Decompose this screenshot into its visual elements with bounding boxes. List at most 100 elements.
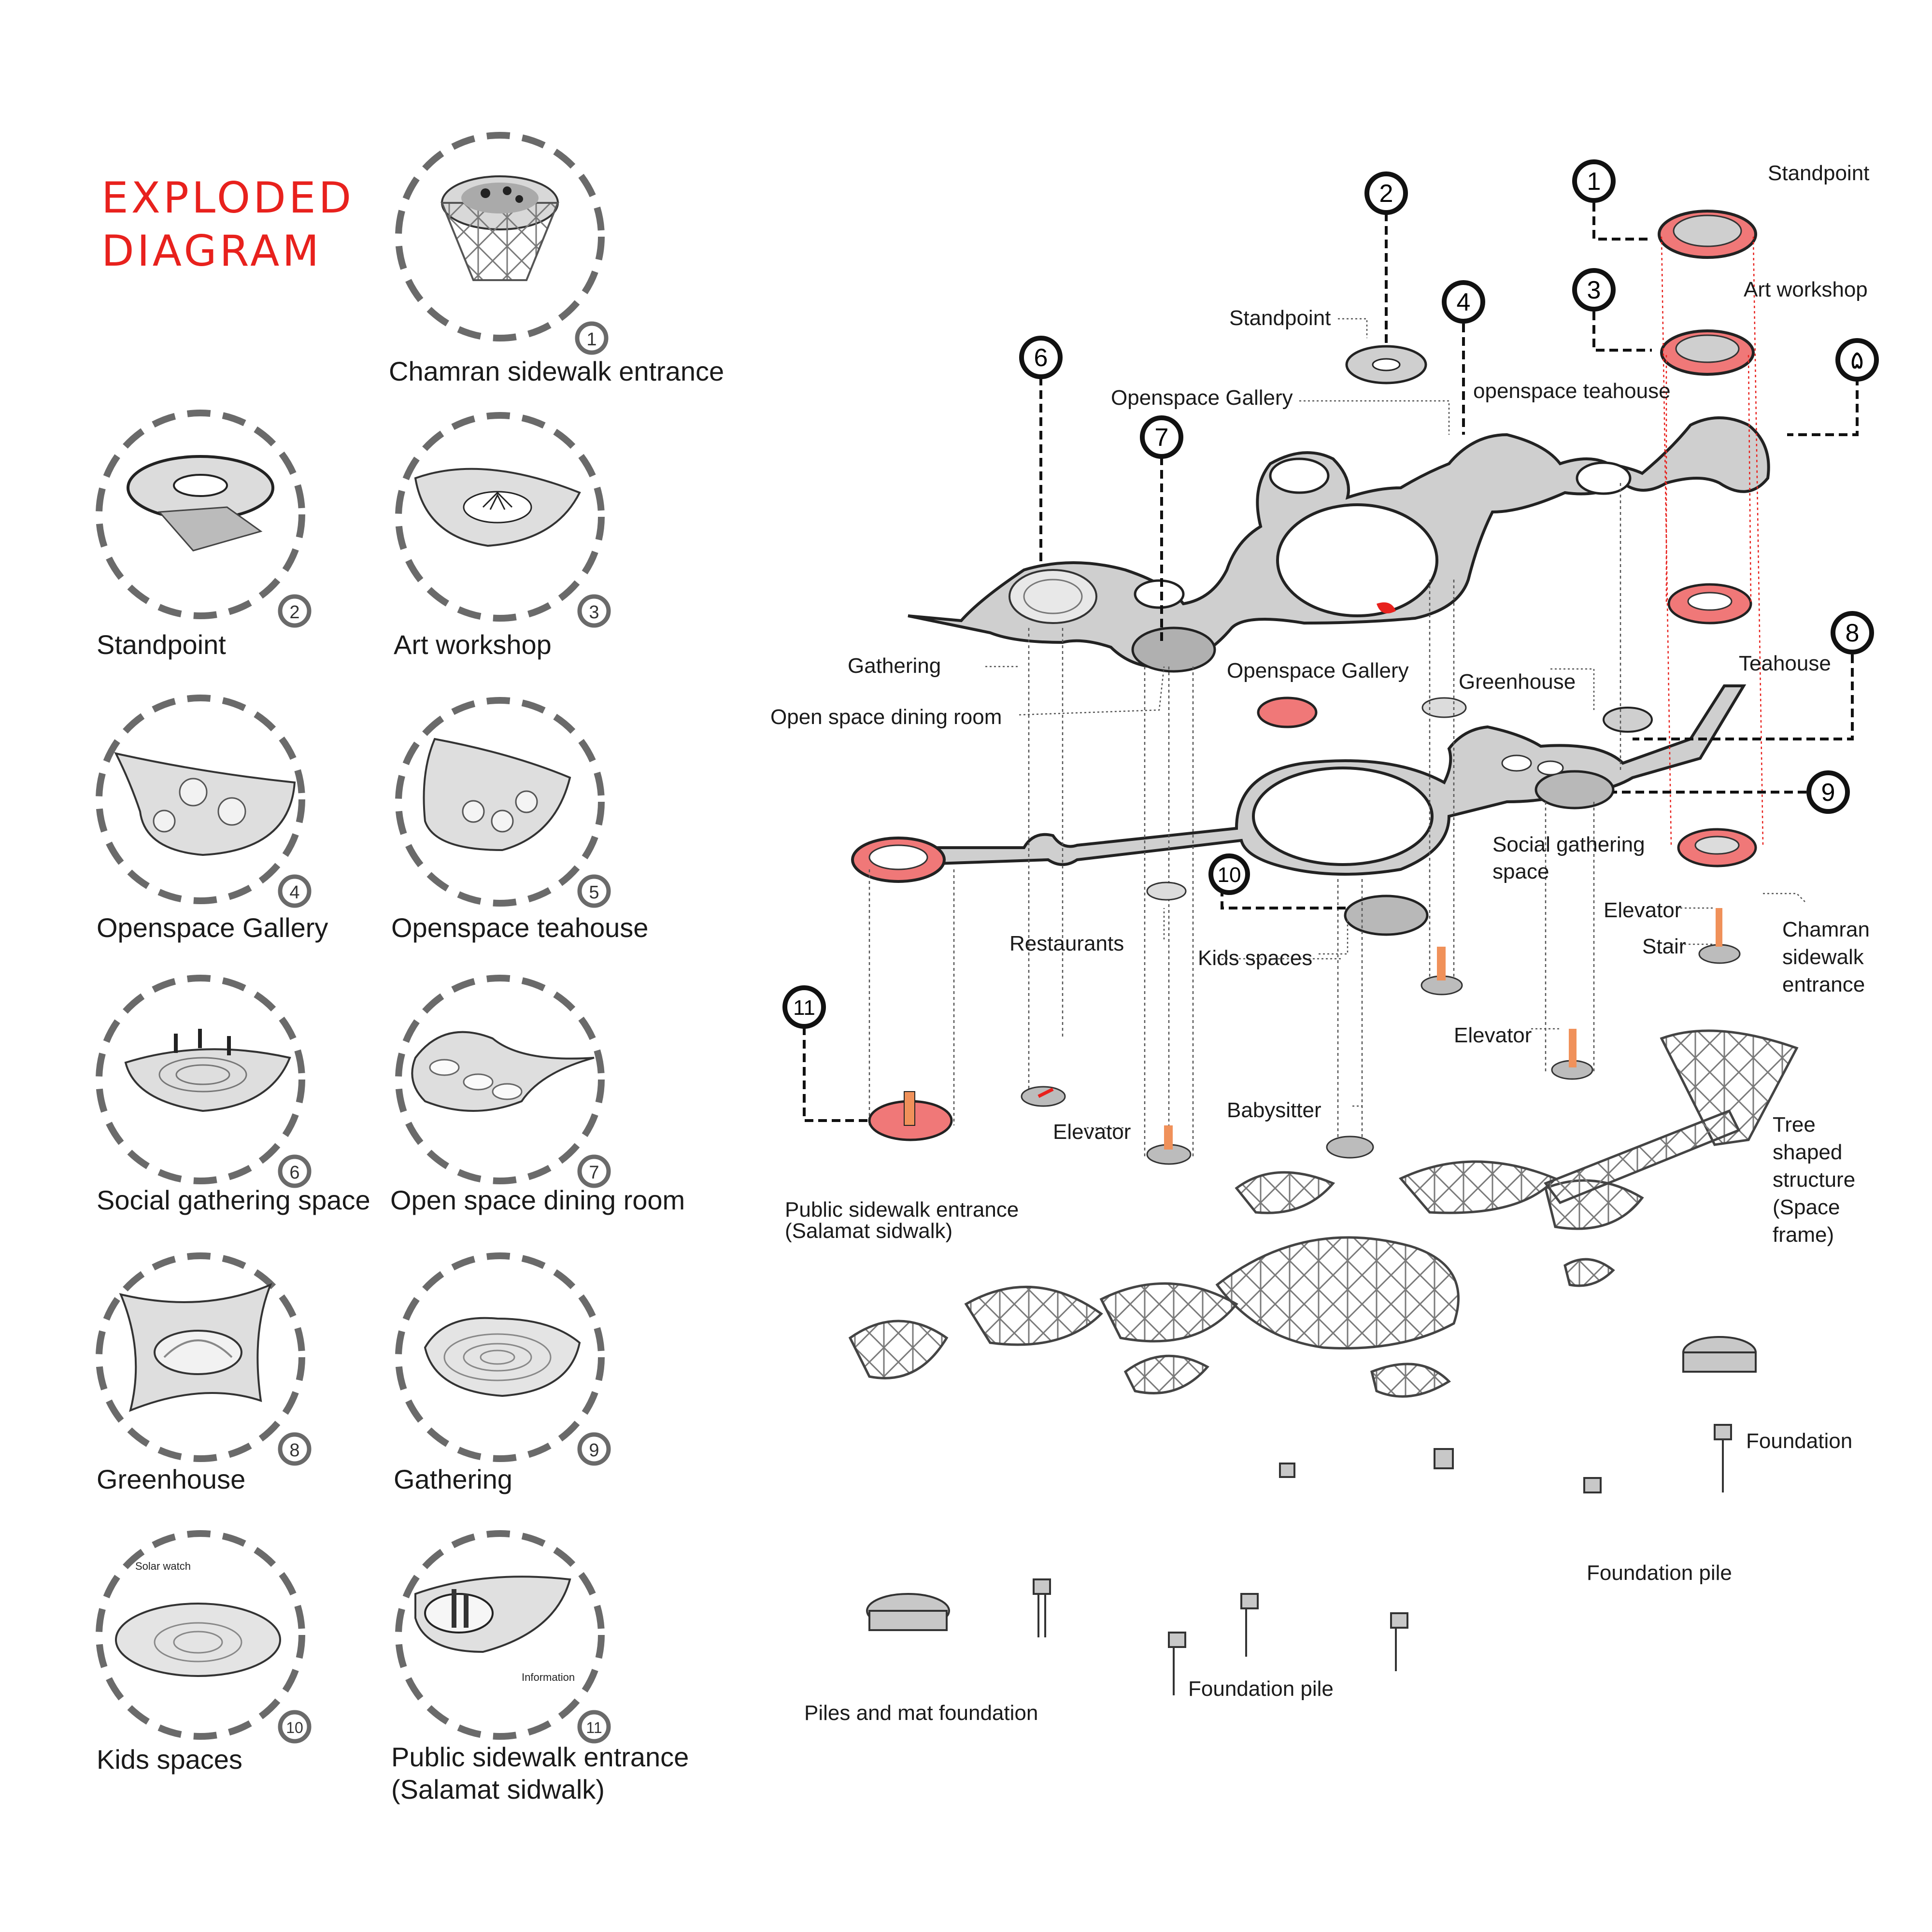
label-standpoint-mid: Standpoint (1229, 306, 1331, 330)
marker-6: 6 (1019, 336, 1063, 379)
card-4-label: Openspace Gallery (97, 912, 328, 943)
space-frame-structure (848, 1029, 1799, 1398)
label-social-gathering-1: Social gathering (1492, 833, 1645, 856)
svg-text:2: 2 (289, 602, 299, 623)
marker-4: 4 (1442, 280, 1485, 324)
label-openspace-teahouse: openspace teahouse (1473, 379, 1671, 403)
card-3-label: Art workshop (394, 629, 552, 660)
card-11-label-2: (Salamat sidwalk) (391, 1774, 605, 1804)
card-badge-11: 11 (577, 1710, 611, 1744)
label-tree-3: structure (1773, 1168, 1856, 1192)
svg-text:1: 1 (1587, 168, 1601, 196)
svg-text:4: 4 (1457, 288, 1471, 316)
label-teahouse: Teahouse (1739, 652, 1831, 675)
label-tree-2: shaped (1773, 1140, 1843, 1164)
card-1-label: Chamran sidewalk entrance (389, 356, 724, 386)
legend-card-1 (395, 132, 605, 341)
svg-text:7: 7 (1155, 424, 1169, 452)
label-stair: Stair (1642, 935, 1686, 958)
svg-text:6: 6 (1034, 344, 1048, 372)
card-2-label: Standpoint (97, 629, 226, 660)
card-badge-10: 10 (278, 1710, 312, 1744)
top-slab (908, 416, 1770, 673)
label-greenhouse: Greenhouse (1459, 670, 1576, 694)
label-tree-5: frame) (1773, 1223, 1834, 1247)
card-9-label: Gathering (394, 1464, 512, 1494)
red-guide-lines (1661, 236, 1764, 846)
label-foundation-pile-right: Foundation pile (1587, 1561, 1732, 1585)
marker-1: 1 (1572, 159, 1616, 203)
legend-card-8 (96, 1252, 305, 1462)
label-gathering: Gathering (848, 654, 941, 678)
drop-lines (868, 483, 1621, 1159)
svg-text:9: 9 (1821, 779, 1835, 807)
legend-card-7 (395, 975, 605, 1184)
card-5-label: Openspace teahouse (391, 912, 649, 943)
marker-8: 8 (1831, 611, 1874, 654)
card-6-label: Social gathering space (97, 1185, 370, 1215)
marker-connectors (803, 203, 1859, 1122)
card-badge-9: 9 (577, 1432, 611, 1466)
svg-text:7: 7 (589, 1163, 599, 1183)
label-elevator-mid: Elevator (1454, 1023, 1532, 1047)
title-line-1: EXPLODED (101, 173, 355, 223)
legend-card-5 (395, 697, 605, 907)
card-11-inner-text: Information (522, 1671, 575, 1683)
marker-9: 9 (1806, 770, 1850, 814)
leader-lines (985, 318, 1807, 1129)
card-badge-7: 7 (577, 1154, 611, 1188)
legend-card-11: Information (395, 1530, 605, 1740)
legend-cards: Solar watch Information (96, 132, 605, 1740)
label-openspace-gallery-mid: Openspace Gallery (1227, 659, 1409, 682)
card-badge-1: 1 (575, 321, 609, 355)
label-standpoint-top: Standpoint (1768, 161, 1870, 185)
label-restaurants: Restaurants (1009, 932, 1124, 955)
svg-text:2: 2 (1379, 180, 1393, 208)
card-badge-6: 6 (278, 1154, 312, 1188)
card-badge-5: 5 (577, 874, 611, 908)
svg-text:۵: ۵ (1850, 346, 1864, 374)
marker-3: 3 (1572, 268, 1616, 312)
svg-text:6: 6 (289, 1163, 299, 1183)
legend-card-4 (96, 695, 305, 904)
label-art-workshop: Art workshop (1744, 278, 1868, 301)
marker-11: 11 (782, 985, 826, 1029)
label-chamran-3: entrance (1782, 973, 1865, 996)
mid-slab (851, 684, 1747, 936)
marker-10: 10 (1208, 853, 1250, 895)
svg-text:10: 10 (286, 1719, 303, 1736)
svg-text:5: 5 (589, 882, 599, 903)
card-11-label: Public sidewalk entrance (391, 1742, 689, 1772)
card-badge-4: 4 (278, 874, 312, 908)
legend-card-10: Solar watch (96, 1530, 305, 1740)
legend-card-2 (96, 410, 305, 619)
label-babysitter: Babysitter (1227, 1098, 1321, 1122)
marker-5: ۵ (1835, 338, 1879, 382)
card-badge-8: 8 (278, 1432, 312, 1466)
label-piles-mat: Piles and mat foundation (804, 1701, 1038, 1725)
label-public-entrance-2: (Salamat sidwalk) (785, 1219, 953, 1243)
label-foundation-pile-mid: Foundation pile (1188, 1677, 1334, 1701)
number-markers: 1 2 3 4 ۵ 6 7 8 9 10 11 (782, 159, 1879, 1029)
label-openspace-gallery-top: Openspace Gallery (1111, 386, 1293, 410)
card-10-label: Kids spaces (97, 1744, 242, 1775)
floating-discs (1257, 210, 1757, 867)
marker-2: 2 (1364, 171, 1408, 215)
card-7-label: Open space dining room (390, 1185, 685, 1215)
svg-text:11: 11 (793, 996, 815, 1020)
card-badge-3: 3 (577, 594, 611, 628)
ground-discs (868, 881, 1741, 1165)
label-chamran-1: Chamran (1782, 918, 1870, 941)
label-elevator-right: Elevator (1604, 898, 1682, 922)
label-open-space-dining: Open space dining room (770, 705, 1002, 729)
svg-text:1: 1 (586, 329, 597, 350)
label-kids-spaces: Kids spaces (1198, 946, 1313, 970)
marker-7: 7 (1140, 415, 1183, 459)
foundations (866, 1336, 1757, 1695)
legend-card-3 (395, 412, 605, 622)
svg-text:3: 3 (589, 602, 599, 623)
svg-text:3: 3 (1587, 276, 1601, 304)
svg-text:10: 10 (1218, 863, 1241, 887)
